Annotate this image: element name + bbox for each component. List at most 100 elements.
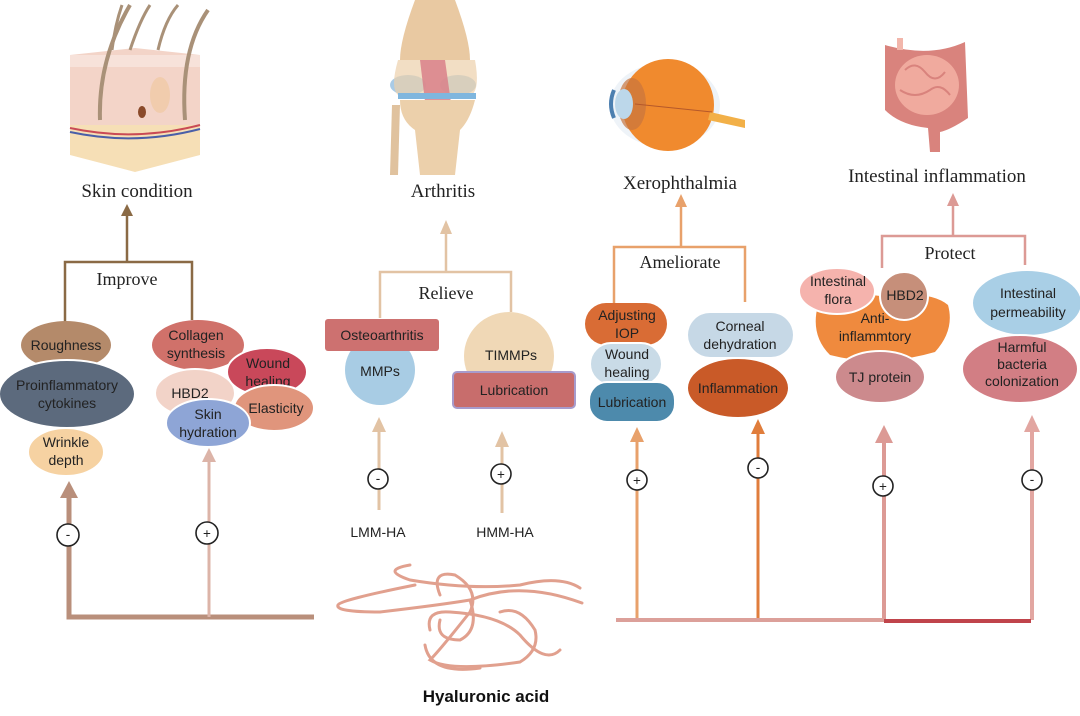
hyaluronic-acid-label: Hyaluronic acid — [423, 687, 550, 706]
gut-plus-sign — [872, 475, 894, 497]
gut-heading: Intestinal inflammation — [848, 166, 1026, 187]
node-roughness — [21, 321, 111, 369]
node-harm-label-1: Harmful — [997, 339, 1046, 355]
node-collagen-synthesis — [152, 320, 244, 370]
gut-minus-sign — [1021, 469, 1043, 491]
eye-action-label: Ameliorate — [640, 252, 721, 272]
gut-section: Intestinal inflammation Protect Anti- in… — [798, 38, 1080, 620]
node-wound-skin-label-1: Wound — [246, 355, 290, 371]
node-flora-label-2: flora — [824, 291, 851, 307]
node-inflammation-eye — [686, 357, 790, 419]
eye-plus-sign — [626, 469, 648, 491]
node-harm-label-3: colonization — [985, 373, 1059, 389]
node-wrinkle-label-2: depth — [48, 452, 83, 468]
gut-action-label: Protect — [925, 243, 976, 263]
intestine-icon — [885, 38, 968, 152]
node-anti-label-1: Anti- — [861, 310, 890, 326]
node-wound-eye-label-1: Wound — [605, 346, 649, 362]
arthritis-action-label: Relieve — [419, 283, 474, 303]
node-hbd2-gut-label: HBD2 — [886, 287, 924, 303]
arthritis-plus-text: + — [497, 467, 505, 482]
eye-plus-arrowhead — [630, 427, 644, 442]
eye-plus-text: + — [633, 473, 641, 488]
gut-plus-text: + — [879, 479, 887, 494]
skin-section: Skin condition Improve Roughness Proinfl… — [0, 3, 315, 620]
node-corneal-label-1: Corneal — [715, 318, 764, 334]
node-osteoarthritis-label: Osteoarthritis — [340, 327, 423, 343]
arthritis-left-arrowhead — [372, 417, 386, 432]
eye-minus-sign — [747, 457, 769, 479]
node-wrinkle-label-1: Wrinkle — [43, 434, 90, 450]
node-collagen-label-1: Collagen — [168, 327, 223, 343]
node-wound-eye-label-2: healing — [604, 364, 649, 380]
node-lubrication-joint-label: Lubrication — [480, 382, 549, 398]
skin-minus-sign — [56, 523, 80, 547]
node-iop-label-2: IOP — [615, 325, 639, 341]
node-corneal-label-2: dehydration — [703, 336, 776, 352]
skin-trunk-line — [66, 495, 314, 620]
node-proinflammatory-cytokines — [0, 359, 136, 429]
node-hydration-label-1: Skin — [194, 406, 221, 422]
eye-arrowhead — [675, 194, 687, 207]
node-lubrication-eye — [588, 381, 676, 423]
eye-heading: Xerophthalmia — [623, 173, 738, 194]
arthritis-minus-sign — [367, 468, 389, 490]
node-hbd2-skin-label: HBD2 — [171, 385, 209, 401]
gut-minus-text: - — [1030, 472, 1035, 487]
hmm-ha-label: HMM-HA — [476, 524, 534, 540]
skin-minus-arrowhead — [60, 481, 78, 498]
eye-bracket — [612, 245, 747, 308]
node-perm-label-2: permeability — [990, 304, 1065, 320]
arthritis-heading: Arthritis — [411, 181, 475, 202]
node-iop-label-1: Adjusting — [598, 307, 656, 323]
node-tj-protein — [834, 350, 926, 404]
node-lubrication-joint — [452, 371, 576, 409]
gut-bracket — [880, 234, 1027, 268]
node-collagen-label-2: synthesis — [167, 345, 225, 361]
arthritis-plus-sign — [490, 463, 512, 485]
node-flora-label-1: Intestinal — [810, 273, 866, 289]
node-tj-label: TJ protein — [849, 369, 911, 385]
node-inflammation-label: Inflammation — [698, 380, 778, 396]
node-harmful-bacteria — [961, 334, 1079, 404]
node-intestinal-permeability — [973, 271, 1080, 335]
node-corneal-dehydration — [688, 313, 793, 357]
node-intestinal-flora — [798, 267, 876, 315]
node-timmps-label: TIMMPs — [485, 347, 537, 363]
skin-plus-text: + — [203, 526, 211, 541]
arthritis-minus-text: - — [376, 471, 381, 486]
skin-cross-section-icon — [69, 3, 210, 172]
node-mmps-label: MMPs — [360, 363, 400, 379]
node-hbd2-gut — [879, 271, 929, 321]
eye-minus-text: - — [756, 460, 761, 475]
skin-plus-arrowhead — [202, 448, 216, 462]
node-lubrication-eye-label: Lubrication — [598, 394, 667, 410]
eyeball-icon — [609, 59, 745, 151]
node-anti-label-2: inflammtory — [839, 328, 911, 344]
skin-action-label: Improve — [97, 269, 158, 289]
node-harm-label-2: bacteria — [997, 356, 1047, 372]
gut-plus-arrowhead — [875, 425, 893, 443]
skin-bracket — [63, 260, 194, 325]
skin-minus-text: - — [66, 527, 71, 542]
gut-arrowhead — [947, 193, 959, 206]
skin-plus-sign — [195, 521, 219, 545]
skin-heading: Skin condition — [81, 181, 193, 202]
eye-minus-arrowhead — [751, 419, 765, 434]
node-cytokines-label-2: cytokines — [38, 395, 96, 411]
gut-minus-arrowhead — [1024, 415, 1040, 432]
node-osteoarthritis — [325, 319, 439, 351]
arthritis-right-arrowhead — [495, 431, 509, 447]
node-perm-label-1: Intestinal — [1000, 285, 1056, 301]
knee-joint-icon — [390, 0, 477, 175]
lmm-ha-label: LMM-HA — [350, 524, 406, 540]
node-wrinkle-depth — [27, 427, 105, 477]
node-hydration-label-2: hydration — [179, 424, 237, 440]
node-skin-hydration — [165, 398, 251, 448]
arthritis-section: Arthritis Relieve MMPs Osteoarthritis TI… — [325, 0, 576, 540]
eye-section: Xerophthalmia Ameliorate Adjusting IOP W… — [585, 59, 793, 620]
node-roughness-label: Roughness — [31, 337, 102, 353]
node-mmps — [345, 335, 415, 405]
arthritis-bracket — [378, 270, 513, 318]
